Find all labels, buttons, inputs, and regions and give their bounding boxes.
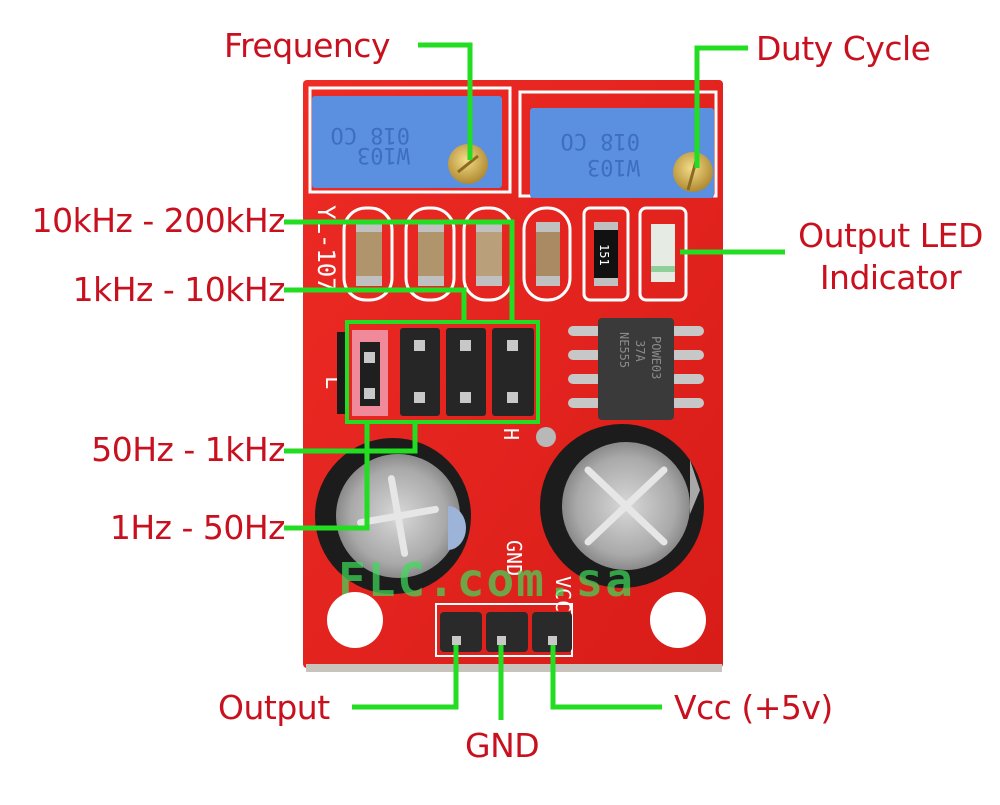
mounting-hole-right [650,592,706,648]
smd-resistor: 151 [582,206,630,302]
ne555-ic: NE555 37A POWE03 [568,318,704,420]
label-50hz-1khz: 50Hz - 1kHz [91,430,285,469]
leader-50hz-1khz [284,422,418,454]
frequency-range-jumper-block: L H [320,320,556,447]
label-output: Output [218,688,330,727]
resistor-code: 151 [597,244,611,266]
leader-duty-cycle [694,45,748,168]
pot-silkscreen-outline [308,86,512,194]
jumper-header [446,328,486,416]
pin-gnd [486,612,528,652]
jumper-header [400,328,440,416]
pot-marking-line1: 018 CO [331,122,410,147]
label-vcc: Vcc (+5v) [674,688,833,727]
pin-output [440,612,482,652]
label-duty-cycle: Duty Cycle [756,29,931,68]
leader-1khz-10khz [284,287,467,324]
leader-output [352,645,459,710]
label-1hz-50hz: 1Hz - 50Hz [109,508,286,547]
ic-package [598,318,674,420]
pot-marking-line1: 018 CO [561,128,640,153]
label-output-led-line2: Indicator [819,258,962,297]
smd-capacitor [522,206,572,302]
pot-marking-line2: W103 [587,154,640,179]
pot-marking-line2: W103 [357,142,410,167]
label-10khz-200khz: 10kHz - 200kHz [31,201,286,240]
ic-marking-line2: 37A [633,340,647,362]
jumper-high-marking: H [499,428,523,440]
screw-slot [457,154,479,174]
leader-vcc [550,645,662,710]
mounting-hole-left [327,592,383,648]
label-output-led-line1: Output LED [798,216,983,255]
pot-body [530,108,714,198]
electrolytic-capacitor-right [540,424,704,588]
smd-component-row: 151 [342,206,688,302]
via [536,427,556,447]
pcb-edge [306,664,722,672]
label-frequency: Frequency [224,26,390,65]
leader-10khz-200khz [284,219,515,324]
frequency-potentiometer: 018 CO W103 [308,86,512,194]
output-pin-header [435,603,573,657]
smd-capacitor [342,206,394,302]
ic-marking-line3: POWE03 [649,336,663,379]
leader-lines [284,42,785,720]
ic-marking-line1: NE555 [617,332,631,368]
pin-gnd-silkscreen: GND [502,540,526,576]
label-output-led: Output LED Indicator [788,218,993,296]
duty-cycle-potentiometer: 018 CO W103 [518,90,718,198]
watermark: FLC.com.sa [338,553,635,607]
jumper-highlight-outline [345,320,540,424]
pin-vcc [532,612,572,652]
model-silkscreen: YL-107 [312,205,340,292]
label-gnd: GND [465,726,540,765]
leader-1hz-50hz [284,422,370,531]
leader-frequency [418,42,473,160]
label-1khz-10khz: 1kHz - 10kHz [72,270,286,309]
jumper-header [492,328,534,416]
smd-capacitor [404,206,456,302]
